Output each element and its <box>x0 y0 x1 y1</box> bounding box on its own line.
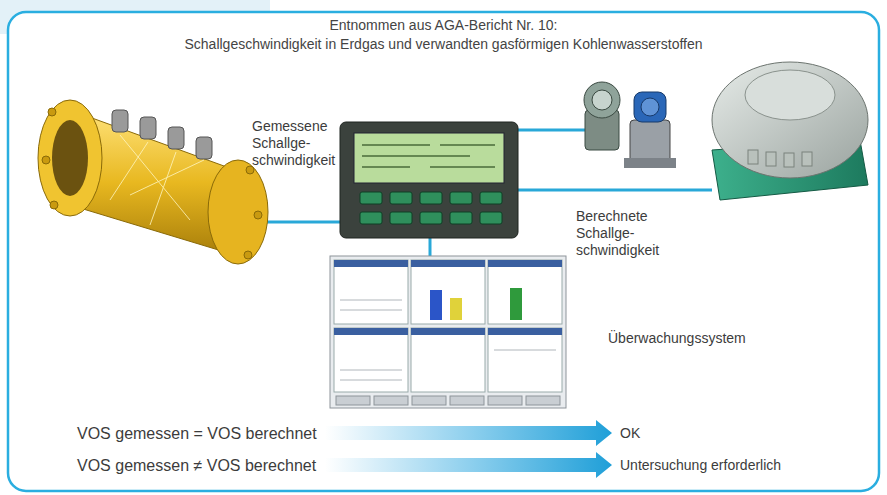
signal-label: Berechnete Schallge- schwindigkeit <box>576 208 674 258</box>
system-label: Überwachungssystem <box>608 330 746 347</box>
source-note: Entnommen aus AGA-Bericht Nr. 10: <box>10 17 877 34</box>
monitoring-screens <box>330 256 566 408</box>
diagram-title: Schallgeschwindigkeit in Erdgas und verw… <box>10 36 877 53</box>
result-arrow <box>325 420 612 446</box>
result-arrow <box>325 452 612 478</box>
gas-chromatograph <box>712 62 868 200</box>
condition-text: VOS gemessen = VOS berechnet <box>77 424 317 443</box>
ultrasonic-meter <box>38 100 268 264</box>
condition-text: VOS gemessen ≠ VOS berechnet <box>77 456 316 475</box>
result-text: Untersuchung erforderlich <box>620 457 781 474</box>
frame-panel <box>8 12 879 491</box>
result-text: OK <box>620 425 640 442</box>
flow-computer <box>340 122 518 238</box>
signal-label: Gemessene Schallge- schwindigkeit <box>252 118 350 168</box>
pressure-transmitters <box>584 82 676 168</box>
